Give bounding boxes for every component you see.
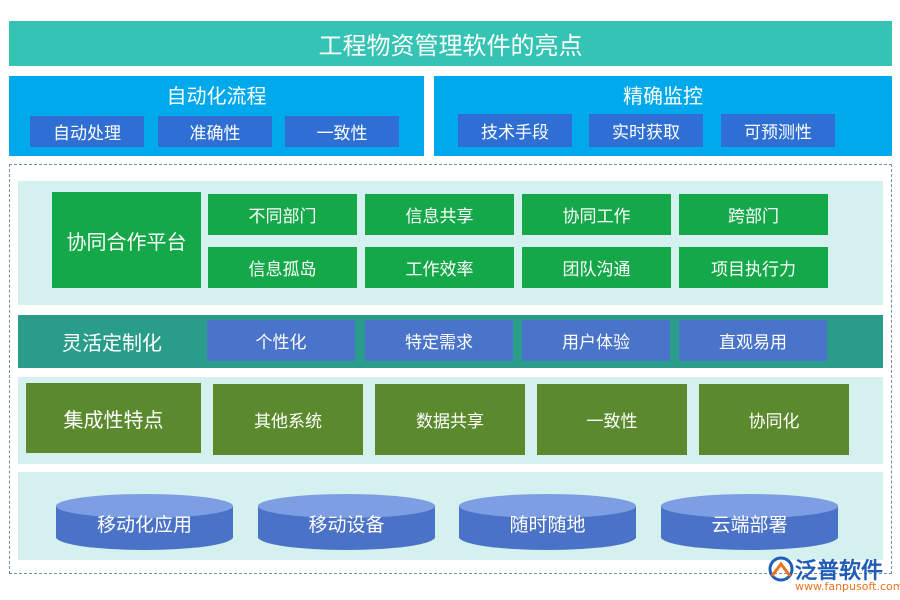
mobile-item: 移动设备 <box>308 513 385 536</box>
customization-title: 灵活定制化 <box>62 331 162 355</box>
mobile-cylinder: 移动化应用 <box>56 494 233 550</box>
mobile-item: 移动化应用 <box>96 513 192 536</box>
collaboration-item: 工作效率 <box>365 247 514 288</box>
integration-title: 集成性特点 <box>26 383 201 453</box>
collaboration-item: 跨部门 <box>679 194 828 235</box>
monitoring-item: 技术手段 <box>458 114 572 147</box>
customization-item: 特定需求 <box>365 320 513 361</box>
customization-item: 直观易用 <box>679 320 827 361</box>
collaboration-item: 项目执行力 <box>679 247 828 288</box>
integration-item: 其他系统 <box>213 384 363 455</box>
collaboration-item: 信息共享 <box>365 194 514 235</box>
monitoring-item: 实时获取 <box>589 114 703 147</box>
brand-logo-icon <box>768 556 794 582</box>
integration-item: 协同化 <box>699 384 849 455</box>
page-title: 工程物资管理软件的亮点 <box>9 21 892 66</box>
monitoring-panel: 精确监控 技术手段 实时获取 可预测性 <box>434 76 892 156</box>
features-frame <box>9 164 892 574</box>
collaboration-item: 信息孤岛 <box>208 247 357 288</box>
customization-item: 个性化 <box>207 320 355 361</box>
collaboration-title: 协同合作平台 <box>52 192 201 288</box>
mobile-item: 云端部署 <box>711 513 788 536</box>
customization-item: 用户体验 <box>522 320 670 361</box>
collaboration-item: 不同部门 <box>208 194 357 235</box>
mobile-cylinder: 云端部署 <box>661 494 838 550</box>
automation-title: 自动化流程 <box>166 83 267 108</box>
mobile-cylinder: 随时随地 <box>459 494 636 550</box>
monitoring-title: 精确监控 <box>623 83 703 108</box>
integration-item: 一致性 <box>537 384 687 455</box>
collaboration-item: 团队沟通 <box>522 247 671 288</box>
brand-url: www.fanpusoft.com <box>795 580 900 593</box>
automation-item: 准确性 <box>158 116 272 147</box>
collaboration-item: 协同工作 <box>522 194 671 235</box>
mobile-item: 随时随地 <box>509 513 586 536</box>
integration-item: 数据共享 <box>375 384 525 455</box>
mobile-cylinder: 移动设备 <box>258 494 435 550</box>
automation-panel: 自动化流程 自动处理 准确性 一致性 <box>9 76 424 156</box>
automation-item: 一致性 <box>285 116 399 147</box>
monitoring-item: 可预测性 <box>721 114 835 147</box>
brand-name: 泛普软件 <box>795 559 884 584</box>
automation-item: 自动处理 <box>30 116 144 147</box>
